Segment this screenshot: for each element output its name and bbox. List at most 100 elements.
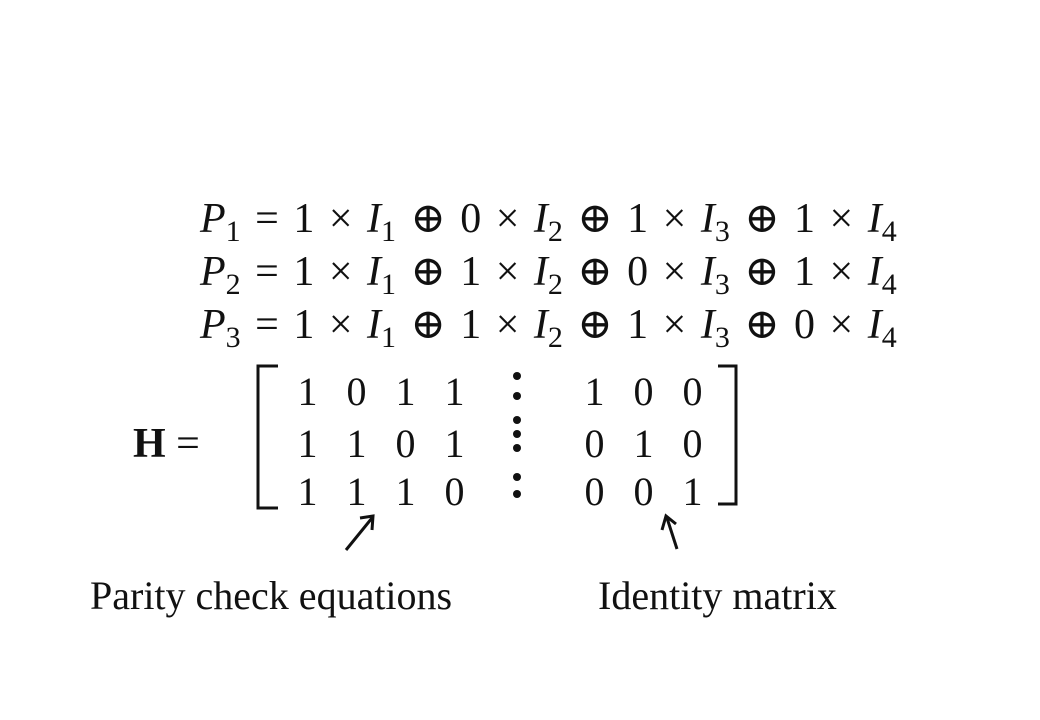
matrix-right-row-1: 1 0 0	[570, 368, 717, 415]
eq1-t4-sub: 4	[881, 215, 897, 248]
parity-check-label: Parity check equations	[90, 573, 453, 618]
matrix-cell: 0	[444, 469, 465, 514]
eq2-t2-coef: 1	[460, 249, 482, 295]
eq1-xor-3: ⊕	[744, 196, 780, 242]
eq3-t2-coef: 1	[460, 302, 482, 348]
eq2-xor-2: ⊕	[577, 249, 613, 295]
eq1-t4-var: I	[867, 196, 882, 242]
eq3-t4-times: ×	[829, 302, 854, 348]
eq3-t3-sub: 3	[714, 321, 730, 354]
eq1-t2-sub: 2	[547, 215, 563, 248]
equation-p3: P3 = 1 × I1 ⊕ 1 × I2 ⊕ 1 × I3 ⊕ 0 × I4	[200, 302, 897, 353]
matrix-separator-dots	[513, 372, 521, 498]
equation-p2: P2 = 1 × I1 ⊕ 1 × I2 ⊕ 0 × I3 ⊕ 1 × I4	[200, 249, 897, 300]
eq2-lhs-sub: 2	[225, 268, 241, 301]
eq1-t1-times: ×	[328, 196, 353, 242]
eq3-t1-sub: 1	[381, 321, 397, 354]
eq1-t3-times: ×	[662, 196, 687, 242]
eq1-xor-1: ⊕	[410, 196, 446, 242]
eq2-t4-var: I	[867, 249, 882, 295]
identity-arrow	[660, 513, 679, 550]
eq3-xor-1: ⊕	[410, 302, 446, 348]
eq1-t1-var: I	[367, 196, 382, 242]
eq2-t3-var: I	[700, 249, 715, 295]
eq2-t2-times: ×	[495, 249, 520, 295]
eq2-xor-3: ⊕	[744, 249, 780, 295]
eq2-lhs: P	[200, 249, 226, 295]
eq1-lhs: P	[200, 196, 226, 242]
eq2-t1-times: ×	[328, 249, 353, 295]
matrix-name: H	[133, 421, 166, 467]
matrix-cell: 0	[633, 369, 654, 414]
matrix-equals: =	[176, 421, 200, 467]
matrix-cell: 0	[584, 421, 605, 466]
matrix-cell: 1	[682, 469, 703, 514]
eq1-t2-var: I	[533, 196, 548, 242]
eq3-t2-var: I	[533, 302, 548, 348]
matrix-cell: 1	[444, 369, 465, 414]
matrix-cell: 1	[395, 469, 416, 514]
left-bracket	[256, 364, 278, 510]
matrix-cell: 1	[297, 369, 318, 414]
eq3-t3-coef: 1	[627, 302, 649, 348]
matrix-cell: 1	[395, 369, 416, 414]
matrix-cell: 0	[682, 421, 703, 466]
eq2-t1-coef: 1	[293, 249, 315, 295]
eq2-t3-coef: 0	[627, 249, 649, 295]
parity-arrow	[344, 514, 375, 551]
eq3-xor-3: ⊕	[744, 302, 780, 348]
matrix-cell: 0	[633, 469, 654, 514]
eq2-equals: =	[255, 249, 279, 295]
identity-matrix-label: Identity matrix	[598, 573, 837, 618]
eq1-t3-var: I	[700, 196, 715, 242]
eq3-t3-times: ×	[662, 302, 687, 348]
eq3-t4-coef: 0	[794, 302, 816, 348]
matrix-cell: 0	[346, 369, 367, 414]
eq2-t1-sub: 1	[381, 268, 397, 301]
eq1-t2-times: ×	[495, 196, 520, 242]
eq3-t1-coef: 1	[293, 302, 315, 348]
eq3-t3-var: I	[700, 302, 715, 348]
eq1-t3-sub: 3	[714, 215, 730, 248]
right-bracket	[718, 364, 738, 506]
eq1-t4-times: ×	[829, 196, 854, 242]
eq1-t1-coef: 1	[293, 196, 315, 242]
matrix-right-row-3: 0 0 1	[570, 468, 717, 515]
eq2-t3-sub: 3	[714, 268, 730, 301]
matrix-cell: 0	[584, 469, 605, 514]
eq3-t4-var: I	[867, 302, 882, 348]
eq3-equals: =	[255, 302, 279, 348]
matrix-cell: 0	[395, 421, 416, 466]
eq1-equals: =	[255, 196, 279, 242]
matrix-left-row-2: 1 1 0 1	[283, 420, 479, 467]
equation-p1: P1 = 1 × I1 ⊕ 0 × I2 ⊕ 1 × I3 ⊕ 1 × I4	[200, 196, 897, 247]
eq2-t4-sub: 4	[881, 268, 897, 301]
matrix-cell: 1	[584, 369, 605, 414]
matrix-label: H =	[133, 420, 200, 468]
eq1-t1-sub: 1	[381, 215, 397, 248]
eq2-t1-var: I	[367, 249, 382, 295]
matrix-cell: 1	[633, 421, 654, 466]
eq3-lhs: P	[200, 302, 226, 348]
eq1-t3-coef: 1	[627, 196, 649, 242]
matrix-cell: 1	[297, 469, 318, 514]
matrix-cell: 1	[346, 421, 367, 466]
eq2-t2-var: I	[533, 249, 548, 295]
eq2-t3-times: ×	[662, 249, 687, 295]
eq3-t4-sub: 4	[881, 321, 897, 354]
matrix-cell: 0	[682, 369, 703, 414]
eq1-xor-2: ⊕	[577, 196, 613, 242]
eq3-t2-times: ×	[495, 302, 520, 348]
matrix-right-row-2: 0 1 0	[570, 420, 717, 467]
eq3-lhs-sub: 3	[225, 321, 241, 354]
eq1-t4-coef: 1	[794, 196, 816, 242]
eq2-t4-coef: 1	[794, 249, 816, 295]
matrix-left-row-3: 1 1 1 0	[283, 468, 479, 515]
eq1-t2-coef: 0	[460, 196, 482, 242]
eq2-t4-times: ×	[829, 249, 854, 295]
eq2-xor-1: ⊕	[410, 249, 446, 295]
matrix-left-row-1: 1 0 1 1	[283, 368, 479, 415]
matrix-cell: 1	[444, 421, 465, 466]
